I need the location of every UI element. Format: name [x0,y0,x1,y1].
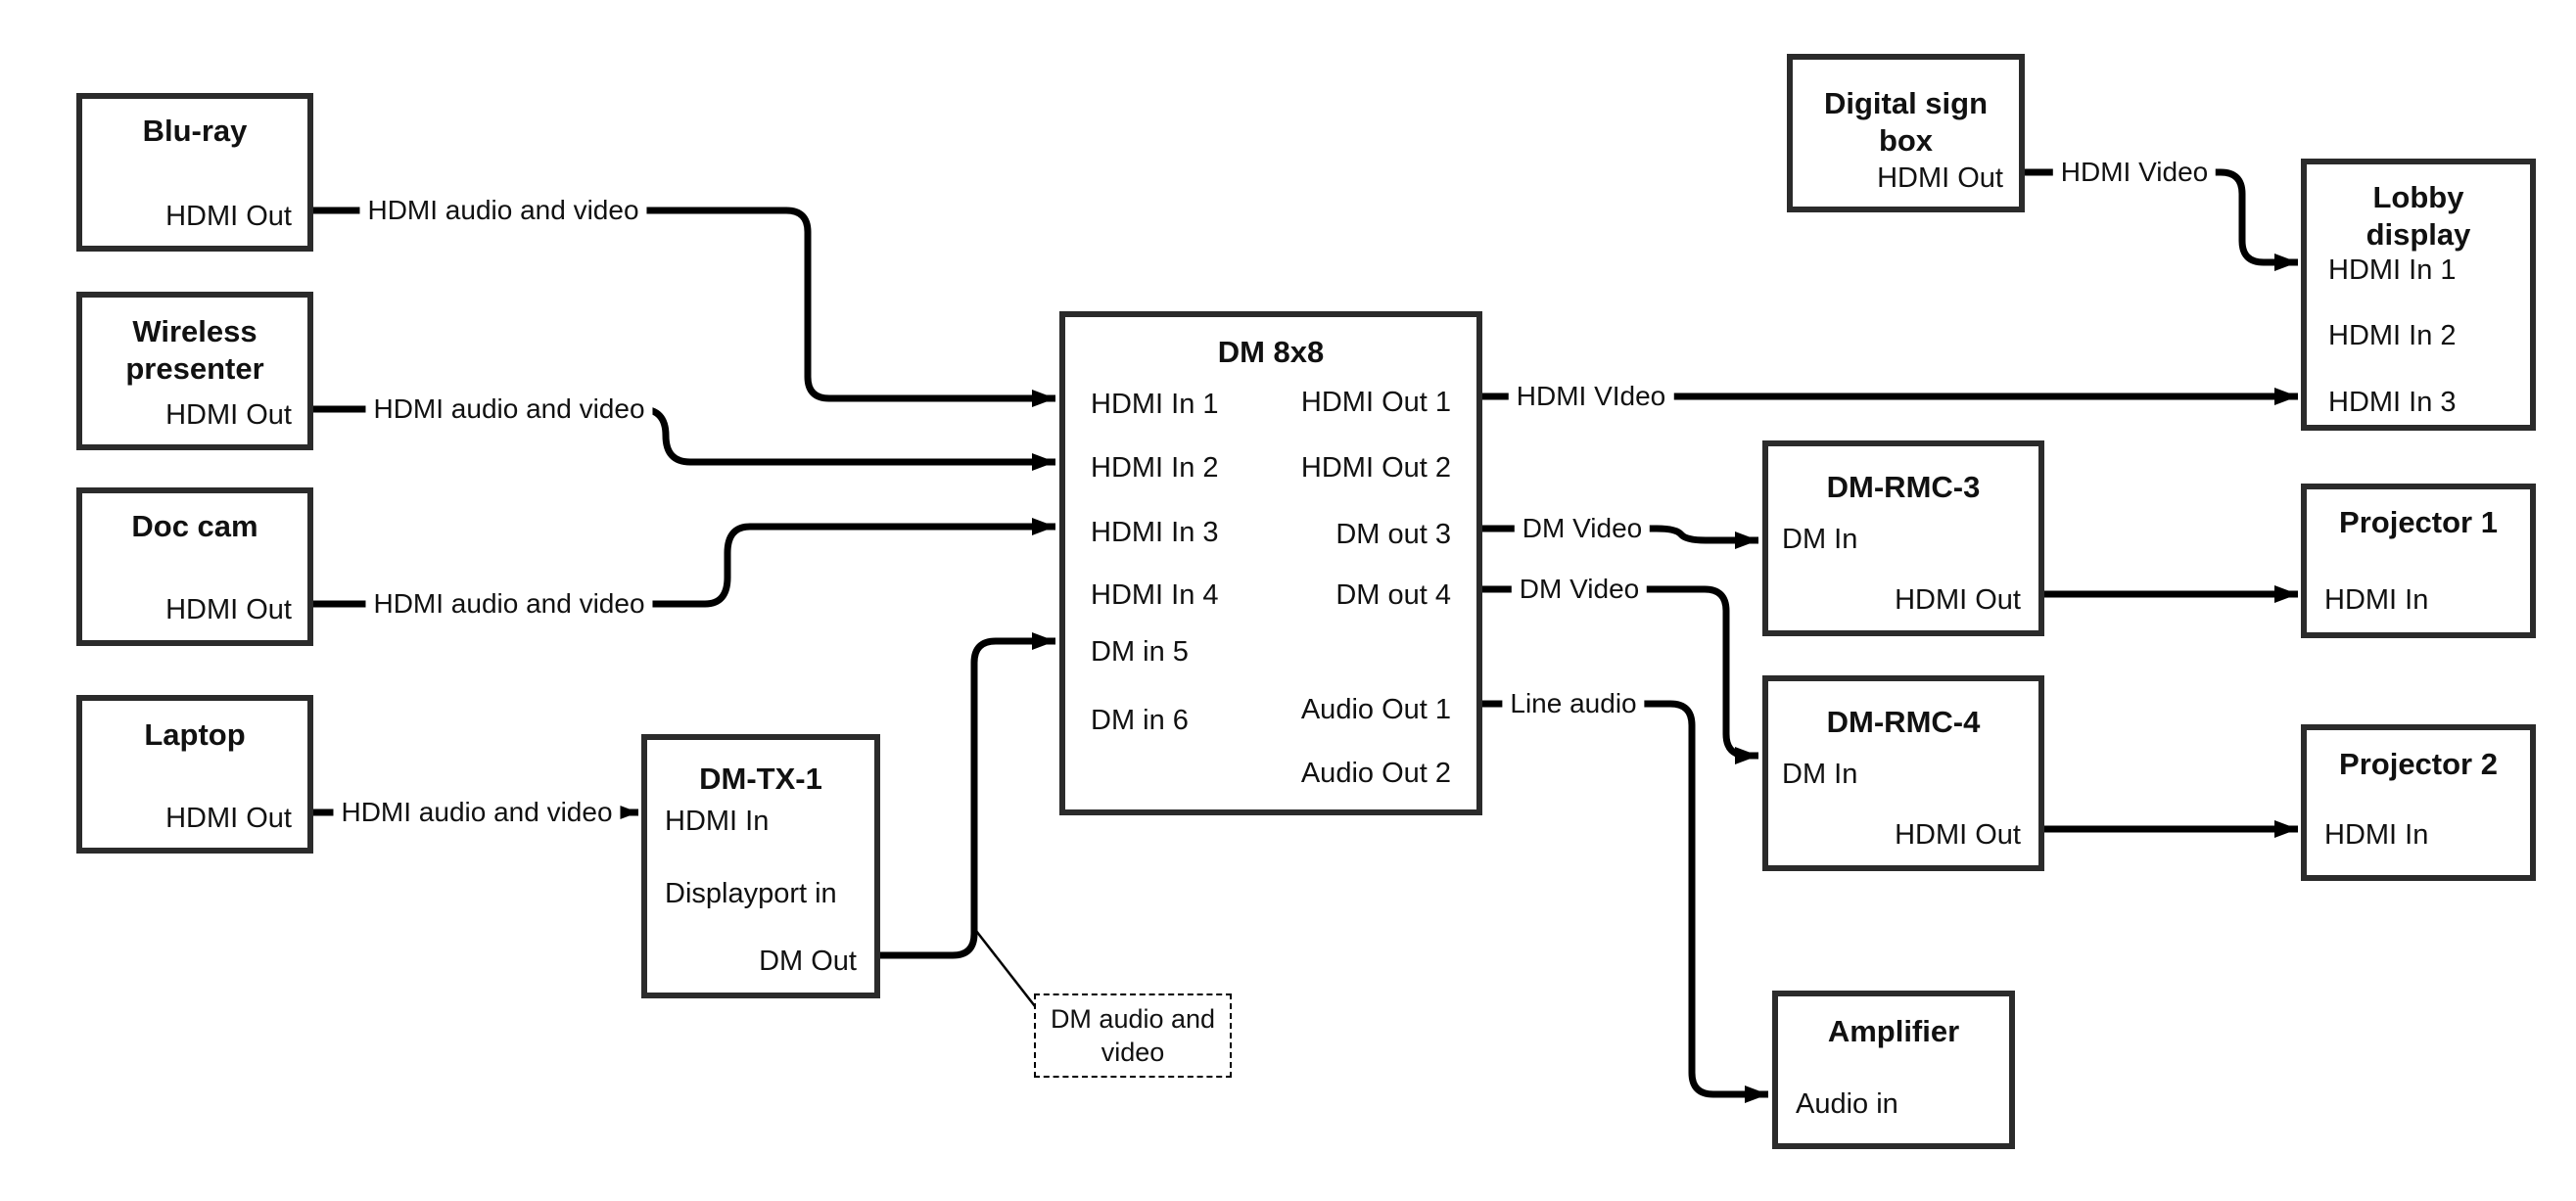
node-title-laptop: Laptop [144,717,246,752]
port-proj2-hdmi-in: HDMI In [2324,819,2429,851]
wire-label-0: HDMI audio and video [359,195,647,226]
wire-dm8x8-out4-to-dmrmc4-dmin [1482,585,1758,764]
port-dm8x8-dm-in-6: DM in 6 [1091,705,1189,736]
port-dmrmc4-dm-in: DM In [1782,759,1858,790]
node-proj2: Projector 2 HDMI In [2301,724,2536,881]
wire-label-5: DM Video [1514,513,1651,544]
wire-label-3: HDMI audio and video [333,797,621,828]
node-title-proj1: Projector 1 [2339,505,2498,539]
port-lobby-hdmi-in-2: HDMI In 2 [2328,320,2457,351]
port-dmrmc4-hdmi-out: HDMI Out [1895,819,2021,851]
port-digitalsign-hdmi-out: HDMI Out [1877,162,2003,194]
node-title-dmtx1: DM-TX-1 [699,762,822,796]
node-dmrmc4: DM-RMC-4 DM In HDMI Out [1762,675,2044,871]
wire-label-8: HDMI Video [2052,157,2217,188]
port-dm8x8-audio-out-1: Audio Out 1 [1300,694,1451,725]
port-dmrmc3-hdmi-out: HDMI Out [1895,584,2021,616]
port-dmtx1-hdmi-in: HDMI In [665,806,770,837]
port-dmrmc3-dm-in: DM In [1782,524,1858,555]
node-title-lobby: Lobby display [2365,180,2471,252]
port-dm8x8-hdmi-out-1: HDMI Out 1 [1300,387,1451,418]
wire-label-4: HDMI VIdeo [1508,381,1674,412]
node-dmrmc3: DM-RMC-3 DM In HDMI Out [1762,440,2044,636]
port-laptop-hdmi-out: HDMI Out [165,803,292,834]
node-title-bluray: Blu-ray [142,114,248,148]
port-dm8x8-dm-out-4: DM out 4 [1335,579,1451,611]
port-dmtx1-displayport-in: Displayport in [665,878,837,909]
wire-dmtx1-to-dm8x8-dmin5 [880,632,1055,959]
port-dm8x8-dm-out-3: DM out 3 [1335,519,1451,550]
port-dmtx1-dm-out: DM Out [759,946,857,977]
note-dm-audio-video: DM audio and video [1034,993,1232,1078]
port-proj1-hdmi-in: HDMI In [2324,584,2429,616]
note-leader-line [975,930,1036,1007]
wire-label-6: DM Video [1511,574,1648,605]
port-dm8x8-audio-out-2: Audio Out 2 [1300,758,1451,789]
node-title-doccam: Doc cam [131,509,258,543]
node-title-amp: Amplifier [1827,1014,1960,1048]
port-dm8x8-hdmi-out-2: HDMI Out 2 [1300,452,1451,484]
wire-bluray-to-dm8x8-in1 [313,207,1055,407]
node-title-dm8x8: DM 8x8 [1217,335,1325,369]
wire-label-7: Line audio [1502,688,1645,719]
port-dm8x8-hdmi-in-4: HDMI In 4 [1091,579,1219,611]
wire-label-2: HDMI audio and video [365,588,653,620]
port-dm8x8-dm-in-5: DM in 5 [1091,636,1189,668]
port-doccam-hdmi-out: HDMI Out [165,594,292,625]
wire-dm8x8-audioout1-to-amp [1482,700,1768,1103]
node-title-dmrmc3: DM-RMC-3 [1826,470,1981,504]
node-title-dmrmc4: DM-RMC-4 [1826,705,1981,739]
node-title-proj2: Projector 2 [2339,747,2498,781]
node-proj1: Projector 1 HDMI In [2301,484,2536,638]
port-lobby-hdmi-in-3: HDMI In 3 [2328,387,2457,418]
port-lobby-hdmi-in-1: HDMI In 1 [2328,254,2457,286]
node-title-wireless: Wireless presenter [125,314,264,386]
port-amp-audio-in: Audio in [1796,1088,1898,1120]
port-wireless-hdmi-out: HDMI Out [165,399,292,431]
node-title-digitalsign: Digital sign box [1823,86,1989,158]
port-dm8x8-hdmi-in-3: HDMI In 3 [1091,517,1219,548]
wire-label-1: HDMI audio and video [365,393,653,425]
port-bluray-hdmi-out: HDMI Out [165,201,292,232]
port-dm8x8-hdmi-in-2: HDMI In 2 [1091,452,1219,484]
port-dm8x8-hdmi-in-1: HDMI In 1 [1091,389,1219,420]
